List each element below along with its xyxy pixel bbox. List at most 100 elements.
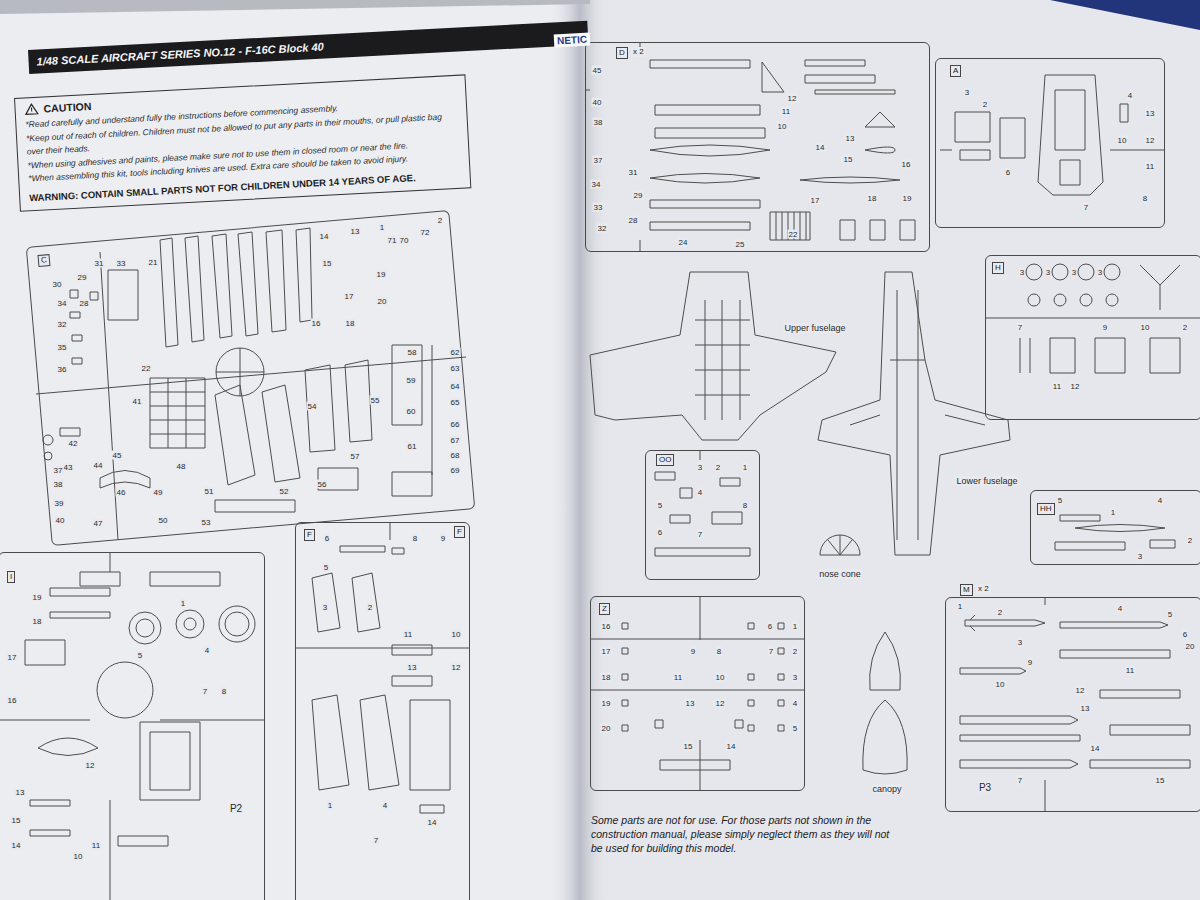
callout-number: 37 [593, 156, 604, 165]
callout-number: 2 [367, 603, 373, 612]
callout-number: 40 [592, 98, 603, 107]
callout-number: 29 [633, 191, 644, 200]
sprue-quantity: F [454, 526, 465, 538]
callout-number: 6 [767, 622, 773, 631]
callout-number: 2 [792, 647, 798, 656]
left-page [0, 0, 580, 900]
callout-number: 16 [901, 160, 912, 169]
callout-number: 24 [678, 238, 689, 247]
callout-number: 58 [407, 348, 418, 357]
callout-number: 15 [843, 155, 854, 164]
wheel-part [129, 612, 161, 644]
callout-number: 11 [91, 841, 101, 850]
sprue-frame: FF [295, 522, 470, 900]
canopy-part [863, 632, 907, 774]
sprue-letter: HH [1037, 503, 1055, 515]
wheel-part [176, 610, 204, 638]
callout-number: 9 [1102, 323, 1108, 332]
callout-number: 4 [382, 801, 388, 810]
sprue-quantity: x 2 [976, 584, 991, 594]
callout-number: 18 [345, 319, 356, 328]
part-outline [295, 522, 470, 813]
callout-number: 7 [202, 687, 208, 696]
callout-number: 12 [85, 761, 96, 770]
callout-number: 3 [322, 603, 328, 612]
callout-number: 61 [407, 442, 418, 451]
callout-number: 51 [204, 487, 215, 496]
callout-number: 4 [1127, 91, 1133, 100]
callout-number: 12 [1070, 382, 1081, 391]
title-text: 1/48 SCALE AIRCRAFT SERIES NO.12 - F-16C… [28, 21, 588, 74]
callout-number: 1 [379, 223, 385, 232]
callout-number: 33 [116, 259, 127, 268]
callout-number: 7 [768, 647, 774, 656]
callout-number: 14 [1090, 744, 1101, 753]
callout-number: 3 [697, 463, 703, 472]
callout-number: 20 [1185, 642, 1196, 651]
callout-number: 10 [995, 680, 1006, 689]
callout-number: 50 [158, 516, 169, 525]
part-outline [216, 348, 264, 396]
callout-number: 10 [777, 122, 788, 131]
callout-number: 66 [450, 420, 461, 429]
callout-number: 5 [1057, 496, 1063, 505]
sprue-quantity: x 2 [631, 47, 646, 57]
callout-number: 9 [440, 534, 446, 543]
wheel-part [184, 618, 196, 630]
callout-number: 7 [1017, 776, 1023, 785]
wheel-part [225, 612, 249, 636]
callout-number: 31 [628, 168, 639, 177]
callout-number: 1 [792, 622, 798, 631]
callout-number: 14 [815, 143, 826, 152]
part-outline [43, 435, 53, 445]
callout-number: 14 [726, 742, 737, 751]
part-outline [36, 228, 466, 540]
callout-number: 37 [53, 466, 64, 475]
callout-number: 49 [153, 488, 164, 497]
part-outline [590, 596, 805, 791]
callout-number: 10 [451, 630, 462, 639]
page-number: P3 [978, 782, 992, 793]
callout-number: 7 [1017, 323, 1023, 332]
callout-number: 18 [867, 194, 878, 203]
callout-number: 45 [592, 66, 603, 75]
callout-number: 39 [54, 499, 65, 508]
wheel-part [136, 619, 154, 637]
part-outline [585, 42, 915, 252]
wheel-part [219, 606, 255, 642]
callout-number: 36 [57, 365, 68, 374]
callout-number: 20 [601, 724, 612, 733]
callout-number: 6 [1182, 630, 1188, 639]
part-outline [940, 75, 1165, 195]
callout-number: 38 [593, 118, 604, 127]
callout-number: 62 [450, 348, 461, 357]
callout-number: 28 [79, 299, 90, 308]
callout-number: 19 [902, 194, 913, 203]
callout-number: 9 [1027, 658, 1033, 667]
callout-number: 57 [350, 452, 361, 461]
callout-number: 28 [628, 216, 639, 225]
callout-number: 3 [1097, 268, 1103, 277]
part-caption: canopy [871, 784, 902, 794]
sprue-letter: A [950, 65, 961, 77]
callout-number: 22 [788, 230, 799, 239]
sprue-letter: H [992, 262, 1004, 274]
callout-number: 7 [373, 836, 379, 845]
callout-number: 32 [597, 224, 608, 233]
callout-number: 22 [141, 364, 152, 373]
callout-number: 2 [997, 608, 1003, 617]
part-outline [44, 452, 52, 460]
callout-number: 1 [957, 602, 963, 611]
callout-number: 63 [450, 364, 461, 373]
callout-number: 5 [1167, 610, 1173, 619]
callout-number: 29 [77, 273, 88, 282]
callout-number: 69 [450, 466, 461, 475]
part-outline [1055, 515, 1175, 550]
callout-number: 34 [57, 299, 68, 308]
callout-number: 32 [57, 320, 68, 329]
callout-number: 3 [1019, 268, 1025, 277]
callout-number: 48 [176, 462, 187, 471]
callout-number: 9 [690, 647, 696, 656]
callout-number: 17 [344, 292, 355, 301]
wheel-part [1052, 264, 1068, 280]
